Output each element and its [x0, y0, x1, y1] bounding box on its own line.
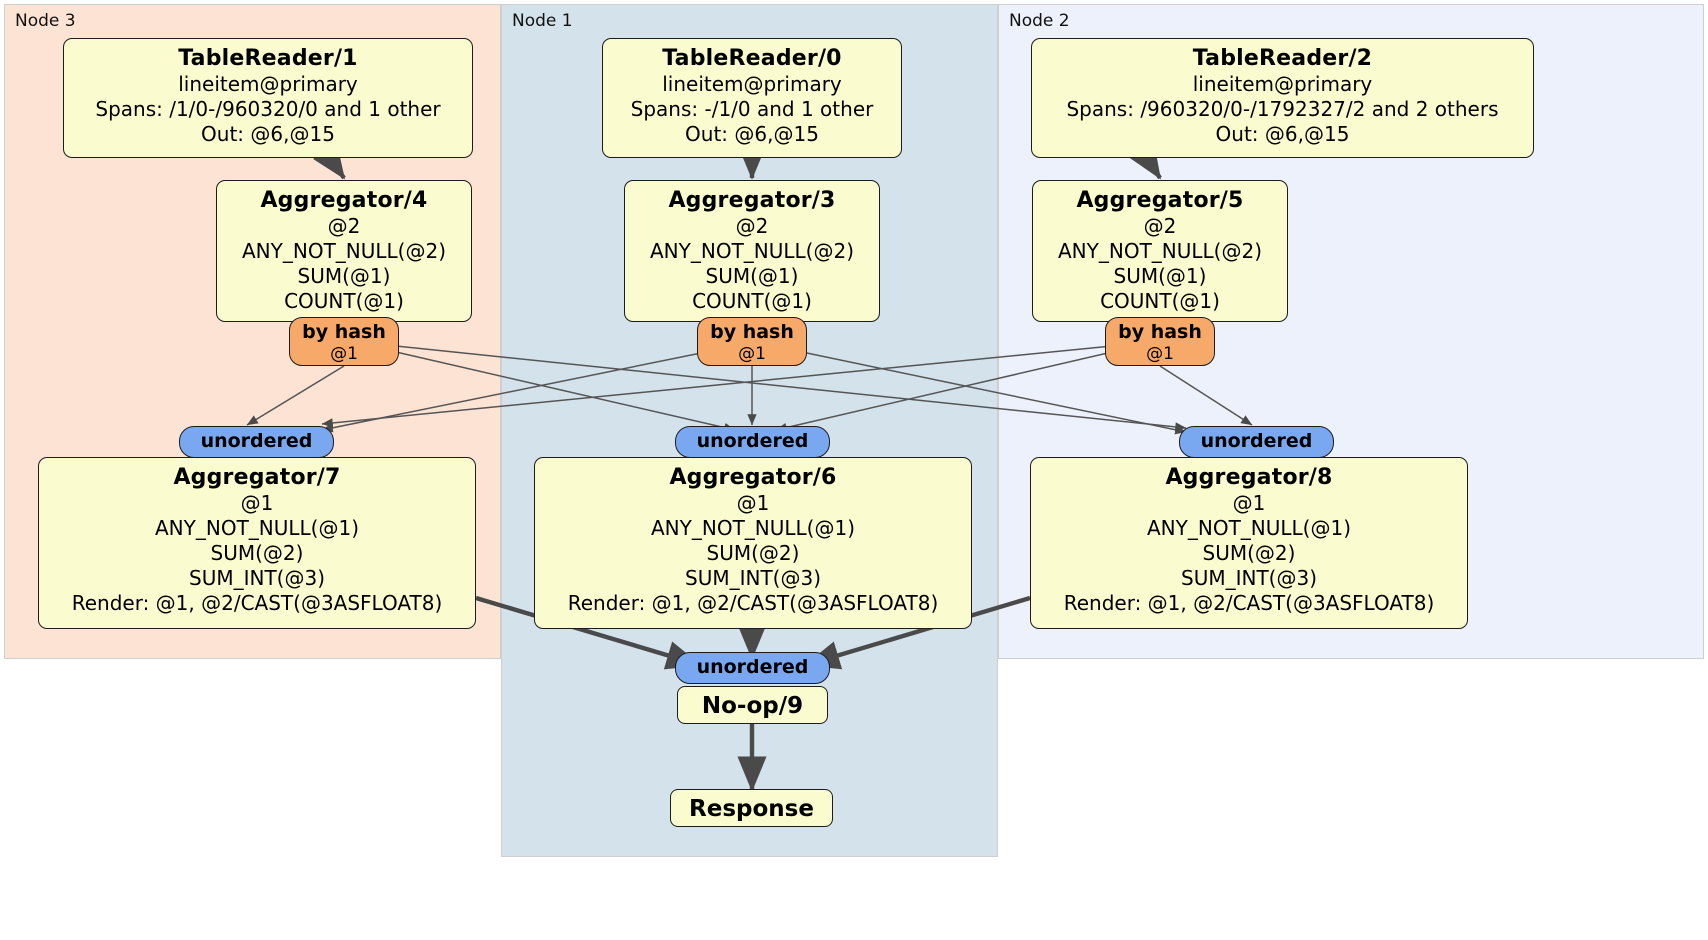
processor-tablereader-2[interactable]: TableReader/2 lineitem@primary Spans: /9…	[1031, 38, 1534, 158]
router-label: by hash	[1118, 321, 1202, 343]
processor-line: Spans: /960320/0-/1792327/2 and 2 others	[1066, 97, 1499, 121]
processor-line: COUNT(@1)	[692, 289, 812, 313]
processor-line: ANY_NOT_NULL(@1)	[1147, 516, 1351, 540]
processor-line: ANY_NOT_NULL(@2)	[242, 239, 446, 263]
processor-tablereader-1[interactable]: TableReader/1 lineitem@primary Spans: /1…	[63, 38, 473, 158]
synchronizer-label: unordered	[200, 430, 313, 452]
processor-line: ANY_NOT_NULL(@2)	[650, 239, 854, 263]
node-label-node1: Node 1	[512, 11, 573, 31]
synchronizer-unordered-center[interactable]: unordered	[675, 426, 830, 458]
processor-line: SUM(@2)	[1202, 541, 1296, 565]
processor-line: Out: @6,@15	[201, 122, 335, 146]
processor-title: Aggregator/7	[173, 465, 341, 490]
processor-title: Aggregator/8	[1165, 465, 1333, 490]
processor-line: SUM_INT(@3)	[1181, 566, 1317, 590]
processor-line: @2	[735, 214, 769, 238]
processor-line: lineitem@primary	[662, 72, 842, 96]
processor-line: Out: @6,@15	[1215, 122, 1350, 146]
processor-line: lineitem@primary	[178, 72, 358, 96]
processor-line: Render: @1, @2/CAST(@3ASFLOAT8)	[567, 591, 939, 615]
processor-line: COUNT(@1)	[1100, 289, 1220, 313]
processor-response[interactable]: Response	[670, 789, 833, 827]
processor-noop-9[interactable]: No-op/9	[677, 686, 828, 724]
processor-aggregator-4[interactable]: Aggregator/4 @2 ANY_NOT_NULL(@2) SUM(@1)…	[216, 180, 472, 322]
node-label-node2: Node 2	[1009, 11, 1070, 31]
router-sublabel: @1	[738, 344, 766, 364]
processor-title: Aggregator/6	[669, 465, 837, 490]
processor-title: No-op/9	[701, 693, 804, 719]
processor-line: ANY_NOT_NULL(@1)	[155, 516, 359, 540]
processor-line: lineitem@primary	[1192, 72, 1373, 96]
processor-line: Render: @1, @2/CAST(@3ASFLOAT8)	[71, 591, 443, 615]
synchronizer-unordered-left[interactable]: unordered	[179, 426, 334, 458]
processor-line: SUM_INT(@3)	[685, 566, 821, 590]
router-label: by hash	[710, 321, 794, 343]
router-sublabel: @1	[1146, 344, 1174, 364]
processor-aggregator-8[interactable]: Aggregator/8 @1 ANY_NOT_NULL(@1) SUM(@2)…	[1030, 457, 1468, 629]
processor-line: SUM(@2)	[210, 541, 304, 565]
processor-line: SUM(@1)	[1113, 264, 1207, 288]
processor-aggregator-5[interactable]: Aggregator/5 @2 ANY_NOT_NULL(@2) SUM(@1)…	[1032, 180, 1288, 322]
synchronizer-label: unordered	[1200, 430, 1313, 452]
processor-line: SUM(@1)	[705, 264, 799, 288]
processor-line: @2	[327, 214, 361, 238]
synchronizer-unordered-final[interactable]: unordered	[675, 652, 830, 684]
processor-line: ANY_NOT_NULL(@1)	[651, 516, 855, 540]
processor-title: Aggregator/3	[668, 188, 836, 213]
synchronizer-label: unordered	[696, 656, 809, 678]
processor-line: @1	[736, 491, 770, 515]
processor-line: Spans: /1/0-/960320/0 and 1 other	[95, 97, 441, 121]
processor-title: Response	[689, 796, 814, 822]
processor-title: TableReader/0	[662, 46, 842, 71]
processor-title: TableReader/2	[1192, 46, 1373, 71]
router-by-hash-right[interactable]: by hash @1	[1105, 317, 1215, 366]
processor-line: Spans: -/1/0 and 1 other	[630, 97, 874, 121]
processor-line: COUNT(@1)	[284, 289, 404, 313]
synchronizer-unordered-right[interactable]: unordered	[1179, 426, 1334, 458]
processor-line: @1	[1232, 491, 1266, 515]
processor-line: SUM(@1)	[297, 264, 391, 288]
processor-aggregator-3[interactable]: Aggregator/3 @2 ANY_NOT_NULL(@2) SUM(@1)…	[624, 180, 880, 322]
processor-line: Render: @1, @2/CAST(@3ASFLOAT8)	[1063, 591, 1435, 615]
processor-line: SUM(@2)	[706, 541, 800, 565]
router-label: by hash	[302, 321, 386, 343]
processor-title: Aggregator/4	[260, 188, 428, 213]
processor-line: SUM_INT(@3)	[189, 566, 325, 590]
processor-aggregator-6[interactable]: Aggregator/6 @1 ANY_NOT_NULL(@1) SUM(@2)…	[534, 457, 972, 629]
processor-tablereader-0[interactable]: TableReader/0 lineitem@primary Spans: -/…	[602, 38, 902, 158]
processor-aggregator-7[interactable]: Aggregator/7 @1 ANY_NOT_NULL(@1) SUM(@2)…	[38, 457, 476, 629]
processor-title: Aggregator/5	[1076, 188, 1244, 213]
synchronizer-label: unordered	[696, 430, 809, 452]
router-by-hash-center[interactable]: by hash @1	[697, 317, 807, 366]
processor-line: ANY_NOT_NULL(@2)	[1058, 239, 1262, 263]
router-sublabel: @1	[330, 344, 358, 364]
processor-line: Out: @6,@15	[685, 122, 819, 146]
node-label-node3: Node 3	[15, 11, 76, 31]
processor-title: TableReader/1	[178, 46, 358, 71]
processor-line: @1	[240, 491, 274, 515]
processor-line: @2	[1143, 214, 1177, 238]
router-by-hash-left[interactable]: by hash @1	[289, 317, 399, 366]
